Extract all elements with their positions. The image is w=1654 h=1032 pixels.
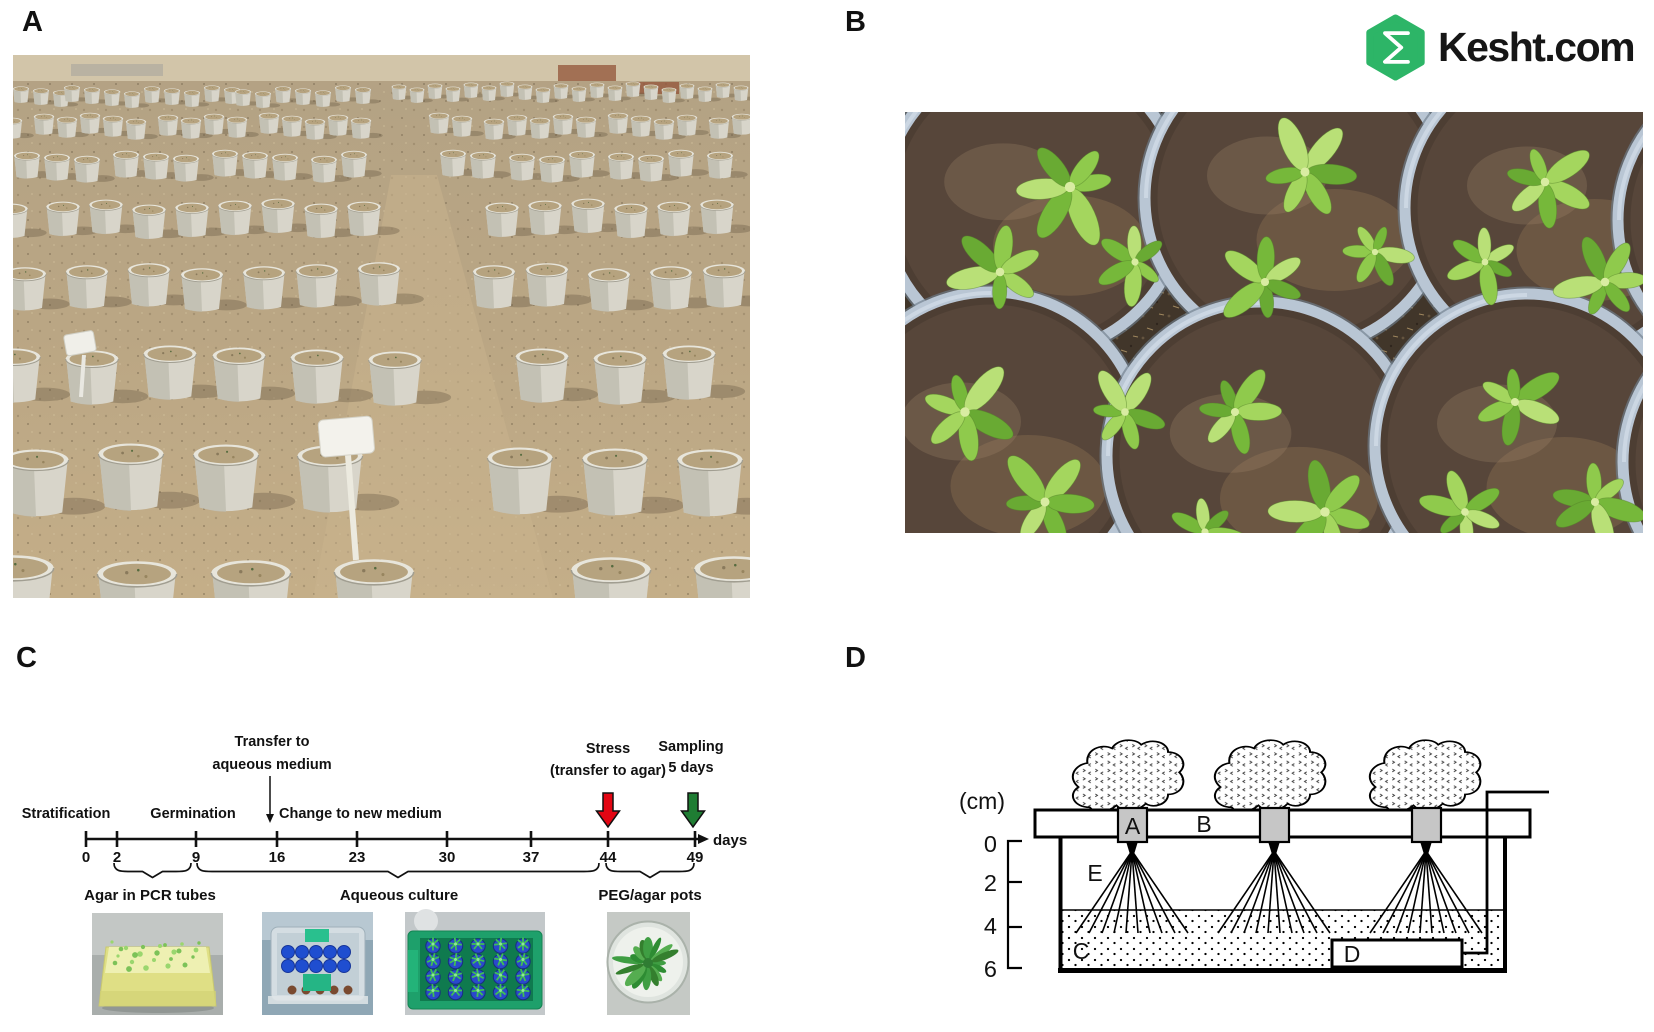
air-stone-box bbox=[1330, 938, 1464, 969]
seedling bbox=[946, 225, 1040, 310]
stress-label-line2: (transfer to agar) bbox=[550, 763, 666, 779]
transfer-label-line1: Transfer to bbox=[235, 734, 310, 750]
stress-arrow-icon bbox=[595, 792, 621, 829]
hydroponic-diagram: (cm) 0 2 4 6 A B C D E bbox=[959, 739, 1549, 982]
seedling bbox=[1342, 226, 1415, 286]
transfer-down-arrow bbox=[266, 776, 274, 823]
depth-scale bbox=[1006, 839, 1022, 970]
seedling bbox=[1552, 236, 1643, 315]
seedling bbox=[1265, 117, 1358, 215]
seedling bbox=[1171, 497, 1250, 533]
depth-2-label: 2 bbox=[984, 870, 997, 896]
depth-6-label: 6 bbox=[984, 956, 997, 982]
seedling bbox=[1098, 225, 1163, 307]
tick-day-0: 0 bbox=[82, 849, 90, 866]
photo-aqueous-tubes bbox=[262, 912, 373, 1015]
tick-day-49: 49 bbox=[687, 849, 704, 866]
timeline-axis: 0 2 9 16 23 30 37 44 49 days bbox=[82, 831, 747, 866]
seedlings bbox=[924, 117, 1643, 533]
plant-canopies bbox=[1071, 739, 1482, 813]
plant-label-tag bbox=[63, 330, 97, 398]
seedling bbox=[924, 366, 1014, 462]
part-c-medium-label: C bbox=[1073, 938, 1090, 964]
experiment-timeline: 0 2 9 16 23 30 37 44 49 days Stratificat… bbox=[22, 734, 747, 1015]
seedling bbox=[1015, 147, 1112, 246]
part-b-lid-label: B bbox=[1196, 811, 1211, 837]
seedling bbox=[1223, 236, 1301, 319]
seedling bbox=[1506, 148, 1590, 229]
soybean-pots-photo bbox=[905, 112, 1643, 533]
kesht-logo: Kesht.com bbox=[1362, 13, 1636, 82]
tick-day-2: 2 bbox=[113, 849, 121, 866]
depth-0-label: 0 bbox=[984, 831, 997, 857]
part-e-airgap-label: E bbox=[1087, 860, 1102, 886]
tick-day-30: 30 bbox=[439, 849, 456, 866]
seedling bbox=[1005, 455, 1095, 533]
root-fan bbox=[1217, 843, 1331, 934]
photo-agar-pcr-tubes bbox=[92, 913, 223, 1015]
pot bbox=[1615, 371, 1643, 533]
cm-unit-label: (cm) bbox=[959, 788, 1005, 814]
sampling-label-line1: Sampling bbox=[658, 739, 723, 755]
plant-label-tag bbox=[317, 415, 375, 561]
seedling bbox=[1198, 369, 1283, 455]
photo-aqueous-tray bbox=[405, 909, 545, 1015]
air-tube bbox=[1462, 790, 1549, 955]
sigma-hexagon-icon bbox=[1366, 14, 1425, 81]
logo-hexagon bbox=[1366, 14, 1425, 81]
phase-peg-agar-label: PEG/agar pots bbox=[598, 887, 701, 904]
part-a-pot-label: A bbox=[1125, 813, 1141, 839]
stratification-label: Stratification bbox=[22, 806, 111, 822]
logo-sigma-glyph bbox=[1383, 31, 1410, 64]
brick-pile bbox=[558, 65, 616, 81]
seedling bbox=[1477, 368, 1560, 446]
seedling bbox=[1418, 470, 1500, 533]
root-fans bbox=[1075, 843, 1483, 934]
stress-label-line1: Stress bbox=[586, 741, 630, 757]
phase-braces bbox=[113, 862, 695, 879]
transfer-label-line2: aqueous medium bbox=[212, 757, 331, 773]
part-d-airstone-label: D bbox=[1344, 941, 1361, 967]
root-fan bbox=[1369, 843, 1483, 934]
axis-arrowhead bbox=[698, 834, 709, 844]
sampling-arrow-icon bbox=[680, 792, 706, 829]
germination-label: Germination bbox=[150, 806, 235, 822]
tick-day-44: 44 bbox=[600, 849, 617, 866]
tick-day-9: 9 bbox=[192, 849, 200, 866]
axis-ticks bbox=[84, 831, 697, 847]
seedling bbox=[1446, 227, 1515, 306]
phase-aqueous-label: Aqueous culture bbox=[340, 887, 458, 904]
panel-d-label: D bbox=[845, 642, 866, 674]
panel-c-label: C bbox=[16, 642, 37, 674]
root-fan bbox=[1075, 843, 1189, 934]
pot-holders bbox=[1116, 806, 1443, 844]
change-medium-label: Change to new medium bbox=[279, 806, 442, 822]
container bbox=[1058, 837, 1507, 973]
seedling bbox=[1552, 462, 1643, 533]
photo-peg-agar-plate bbox=[606, 912, 690, 1015]
bucket-field-photo bbox=[13, 55, 750, 598]
panel-b-label: B bbox=[845, 6, 866, 38]
sampling-label-line2: 5 days bbox=[668, 760, 713, 776]
tick-day-23: 23 bbox=[349, 849, 366, 866]
tick-day-16: 16 bbox=[269, 849, 286, 866]
phase-agar-pcr-label: Agar in PCR tubes bbox=[84, 887, 216, 904]
far-structure bbox=[71, 64, 163, 76]
tick-day-37: 37 bbox=[523, 849, 540, 866]
axis-unit-label: days bbox=[713, 832, 747, 849]
logo-text: Kesht.com bbox=[1438, 24, 1636, 70]
seedling bbox=[1092, 370, 1166, 450]
seedling bbox=[1267, 459, 1370, 533]
depth-4-label: 4 bbox=[984, 913, 997, 939]
panel-a-label: A bbox=[22, 6, 43, 38]
